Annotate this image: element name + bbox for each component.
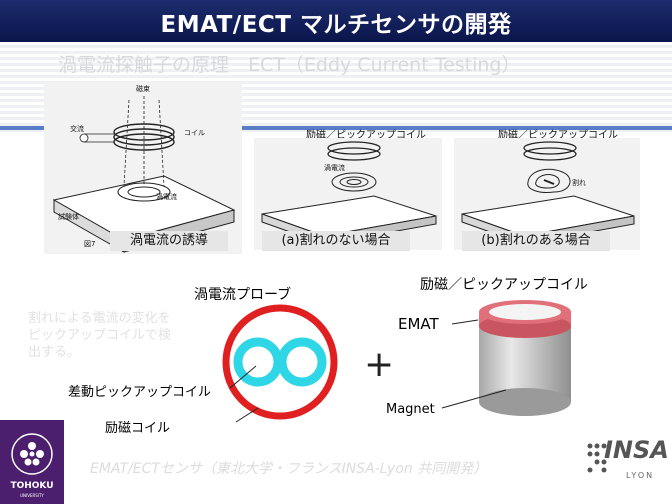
label-figure-number: 図7 bbox=[84, 240, 96, 248]
tohoku-wordmark: TOHOKU bbox=[10, 481, 54, 491]
caption-with-crack: (b)割れのある場合 bbox=[462, 231, 610, 251]
emat-label: EMAT bbox=[398, 315, 439, 333]
excite-coil-label: 励磁コイル bbox=[105, 421, 171, 436]
fig3-crack-label: 割れ bbox=[572, 179, 586, 187]
caption-no-crack: (a)割れのない場合 bbox=[262, 231, 410, 251]
magnet-label: Magnet bbox=[386, 402, 435, 417]
insa-lyon-text: LYON bbox=[626, 471, 655, 480]
fig2-current-label: 渦電流 bbox=[324, 164, 345, 172]
label-alternating-current: 交流 bbox=[70, 125, 84, 133]
footer-credit: EMAT/ECTセンサ（東北大学・フランスINSA-Lyon 共同開発） bbox=[90, 461, 488, 477]
probe-leader-lines bbox=[229, 365, 259, 423]
insa-dots-icon bbox=[587, 443, 607, 473]
tohoku-emblem-icon bbox=[11, 433, 53, 475]
label-coil: コイル bbox=[184, 129, 205, 137]
induction-diagram bbox=[52, 96, 236, 253]
emat-magnet-diagram bbox=[479, 300, 571, 416]
insa-wordmark: INSA bbox=[604, 436, 669, 464]
tohoku-logo bbox=[0, 420, 64, 504]
emat-leader-lines bbox=[441, 319, 507, 409]
label-test-piece: 試験体 bbox=[58, 213, 79, 221]
title-bar bbox=[0, 0, 672, 42]
fig2-coil-label: 励磁／ピックアップコイル bbox=[306, 130, 426, 141]
fig3-coil-label: 励磁／ピックアップコイル bbox=[498, 130, 618, 141]
caption-eddy-induction: 渦電流の誘導 bbox=[110, 231, 228, 251]
label-eddy-current: 渦電流 bbox=[156, 193, 177, 201]
eddy-probe-diagram bbox=[222, 304, 338, 420]
emat-coil-title: 励磁／ピックアップコイル bbox=[420, 277, 588, 293]
plus-sign: + bbox=[364, 344, 395, 385]
probe-title: 渦電流プローブ bbox=[194, 287, 292, 303]
figure-eddy-current-induction: 磁束 交流 コイル 渦電流 試験体 図7 bbox=[44, 82, 242, 254]
pickup-coil-label: 差動ピックアップコイル bbox=[68, 385, 212, 400]
faded-note: 割れによる電流の変化をピックアップコイルで検出する。 bbox=[28, 311, 172, 360]
tohoku-subtext: UNIVERSITY bbox=[20, 493, 44, 498]
label-magnetic-flux: 磁束 bbox=[136, 85, 150, 93]
blue-divider bbox=[0, 126, 672, 130]
slide-title: EMAT/ECT マルチセンサの開発 bbox=[160, 12, 512, 38]
slide-subtitle: 渦電流探触子の原理 ECT（Eddy Current Testing） bbox=[58, 54, 521, 76]
